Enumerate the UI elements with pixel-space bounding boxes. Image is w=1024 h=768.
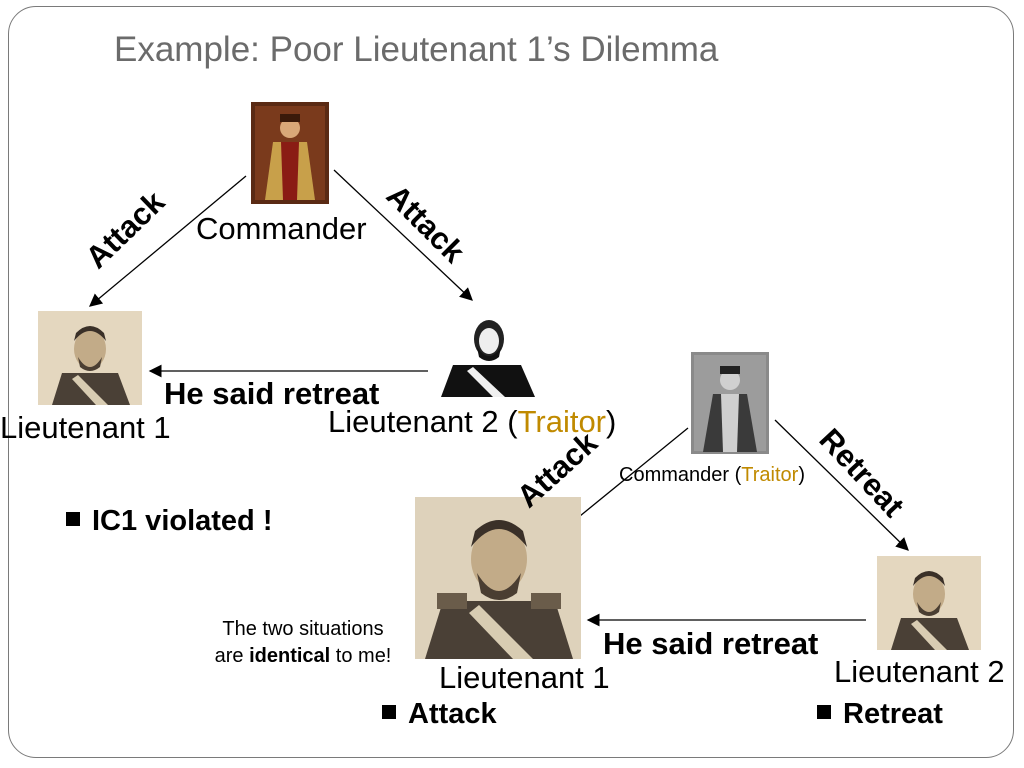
arrow-s2-commander-to-lt1	[579, 427, 689, 517]
lieutenant-2-label-s2: Lieutenant 2	[834, 654, 1005, 689]
bullet-square-icon	[817, 705, 831, 720]
commander-portrait	[251, 102, 329, 204]
arrow-s2-commander-to-lt2	[774, 419, 909, 551]
ic1-violated-text: IC1 violated !	[92, 505, 273, 537]
lieutenant-1-label: Lieutenant 1	[0, 410, 171, 445]
lt2-retreat-decision: Retreat	[817, 698, 943, 731]
lieutenant-1-label-s2: Lieutenant 1	[439, 660, 610, 695]
lt2-decision-text: Retreat	[843, 698, 943, 730]
note-line-2-pre: are	[214, 645, 250, 667]
commander-label: Commander	[196, 211, 367, 246]
arrow-s1-commander-to-lt2	[333, 169, 473, 301]
note-identical-emphasis: identical	[249, 645, 331, 667]
slide-title: Example: Poor Lieutenant 1’s Dilemma	[114, 30, 719, 69]
lt2-label-prefix: Lieutenant 2 (	[328, 404, 518, 439]
relay-message-s2: He said retreat	[603, 626, 819, 661]
arrow-s1-commander-to-lt1	[89, 175, 247, 307]
relay-message-s1: He said retreat	[164, 376, 380, 411]
identical-situations-note: The two situations are identical to me!	[196, 616, 410, 670]
traitor-marker: Traitor	[517, 404, 607, 439]
lt1-decision-text: Attack	[408, 698, 497, 730]
commander-traitor-marker: Traitor	[741, 464, 799, 486]
commander-traitor-label: Commander (Traitor)	[619, 464, 805, 487]
lieutenant-2-traitor-label: Lieutenant 2 (Traitor)	[328, 404, 616, 440]
note-line-2-post: to me!	[330, 645, 392, 667]
lieutenant-1-large-portrait	[415, 497, 581, 659]
commander-label-suffix: )	[798, 464, 805, 486]
ic1-violated-bullet: IC1 violated !	[66, 505, 273, 538]
lieutenant-2-small-portrait	[877, 556, 981, 650]
lieutenant-2-portrait	[437, 305, 537, 397]
slide-frame	[8, 6, 1014, 758]
lieutenant-1-portrait	[38, 311, 142, 405]
bullet-square-icon	[66, 512, 80, 527]
note-line-1: The two situations	[222, 618, 384, 640]
lt2-label-suffix: )	[606, 404, 617, 439]
lt1-attack-decision: Attack	[382, 698, 497, 731]
traitor-commander-portrait	[691, 352, 769, 454]
commander-label-prefix: Commander (	[619, 464, 742, 486]
bullet-square-icon	[382, 705, 396, 720]
note-line-2: are identical to me!	[196, 643, 410, 670]
